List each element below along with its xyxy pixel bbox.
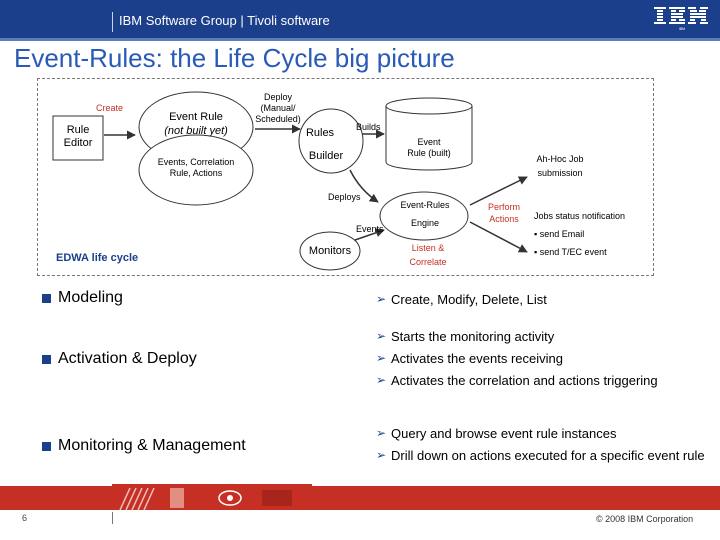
detail-text: Drill down on actions executed for a spe… bbox=[391, 448, 705, 463]
rule-editor-label: Rule Editor bbox=[63, 124, 93, 150]
detail-item: ➢ Activates the events receiving bbox=[376, 351, 676, 368]
copyright: © 2008 IBM Corporation bbox=[596, 514, 694, 524]
footer-band bbox=[0, 486, 720, 510]
event-rule-label: Event Rule bbox=[169, 111, 223, 123]
bullet-activation-text: Activation & Deploy bbox=[58, 350, 197, 367]
event-rule-cylinder-top bbox=[385, 97, 473, 115]
ibm-logo-text: IBM bbox=[679, 27, 685, 31]
footer-photo-strip bbox=[112, 484, 312, 512]
detail-text: Activates the correlation and actions tr… bbox=[391, 373, 658, 388]
listen-line1: Listen & bbox=[411, 243, 445, 253]
deploy-label: Deploy (Manual/ Scheduled) bbox=[255, 92, 301, 124]
deploys-arrow bbox=[349, 169, 379, 203]
events-sphere bbox=[138, 134, 254, 206]
arrow-bullet-icon: ➢ bbox=[376, 448, 387, 462]
bullet-modeling: Modeling bbox=[42, 289, 123, 307]
event-rule-note: (not built yet) bbox=[164, 125, 228, 137]
create-label: Create bbox=[96, 103, 124, 113]
square-bullet-icon bbox=[42, 354, 51, 364]
page-number: 6 bbox=[22, 513, 28, 523]
event-rules-engine-ellipse bbox=[379, 191, 469, 241]
ibm-logo: IBM bbox=[654, 7, 708, 31]
rules-builder-ellipse bbox=[298, 108, 364, 174]
event-rule-built-line2: Rule (built) bbox=[407, 148, 451, 158]
arrow-bullet-icon: ➢ bbox=[376, 351, 387, 365]
event-rule-cylinder bbox=[385, 106, 473, 171]
send-email-label: send Email bbox=[539, 229, 585, 239]
jobs-status-label: Jobs status notification bbox=[534, 211, 626, 221]
header-bar bbox=[0, 0, 720, 38]
listen-line2: Correlate bbox=[409, 257, 447, 267]
arrow-bullet-icon: ➢ bbox=[376, 426, 387, 440]
detail-text: Query and browse event rule instances bbox=[391, 426, 617, 441]
adhoc-arrow bbox=[469, 176, 528, 206]
square-bullet-icon bbox=[42, 293, 51, 303]
rule-editor-box bbox=[52, 115, 104, 161]
rules-label: Rules bbox=[305, 127, 335, 139]
detail-text: Activates the events receiving bbox=[391, 351, 563, 366]
page-title: Event-Rules: the Life Cycle big picture bbox=[14, 43, 455, 73]
detail-item: ➢ Starts the monitoring activity bbox=[376, 329, 676, 346]
edwa-lifecycle-label: EDWA life cycle bbox=[56, 252, 139, 264]
bullet-modeling-text: Modeling bbox=[58, 289, 123, 306]
bullet-activation: Activation & Deploy bbox=[42, 350, 197, 368]
monitors-ellipse bbox=[299, 231, 361, 271]
detail-item: ➢ Create, Modify, Delete, List bbox=[376, 292, 676, 309]
events-arrow bbox=[354, 228, 385, 241]
lifecycle-diagram-frame bbox=[37, 78, 654, 276]
detail-item: ➢ Activates the correlation and actions … bbox=[376, 373, 666, 390]
bullet-monitoring-text: Monitoring & Management bbox=[58, 437, 246, 454]
monitors-label: Monitors bbox=[308, 245, 352, 257]
arrow-bullet-icon: ➢ bbox=[376, 292, 387, 306]
builder-label: Builder bbox=[308, 150, 344, 162]
detail-text: Starts the monitoring activity bbox=[391, 329, 555, 344]
detail-text: Create, Modify, Delete, List bbox=[391, 292, 547, 307]
header-group-title: IBM Software Group | Tivoli software bbox=[119, 13, 330, 28]
events-label: Events bbox=[356, 224, 384, 234]
detail-item: ➢ Query and browse event rule instances bbox=[376, 426, 676, 443]
deploys-label: Deploys bbox=[328, 192, 361, 202]
perform-line2: Actions bbox=[489, 214, 519, 224]
perform-line1: Perform bbox=[487, 202, 520, 212]
engine-line1: Event-Rules bbox=[400, 200, 450, 210]
footer-divider bbox=[112, 512, 113, 524]
adhoc-line1: Ah-Hoc Job bbox=[536, 154, 584, 164]
engine-line2: Engine bbox=[410, 218, 440, 228]
notify-arrow bbox=[469, 221, 528, 253]
arrow-bullet-icon: ➢ bbox=[376, 329, 387, 343]
header-divider bbox=[112, 12, 113, 32]
events-note: Events, Correlation Rule, Actions bbox=[157, 157, 235, 178]
header-underline bbox=[0, 38, 720, 41]
detail-item: ➢ Drill down on actions executed for a s… bbox=[376, 448, 706, 465]
builds-label: Builds bbox=[356, 122, 381, 132]
event-rule-built-line1: Event bbox=[417, 137, 441, 147]
square-bullet-icon bbox=[42, 441, 51, 451]
adhoc-line2: submission bbox=[537, 168, 583, 178]
bullet-monitoring: Monitoring & Management bbox=[42, 437, 246, 455]
arrow-bullet-icon: ➢ bbox=[376, 373, 387, 387]
footer-bottom bbox=[0, 510, 720, 540]
send-tec-label: send T/EC event bbox=[539, 247, 607, 257]
